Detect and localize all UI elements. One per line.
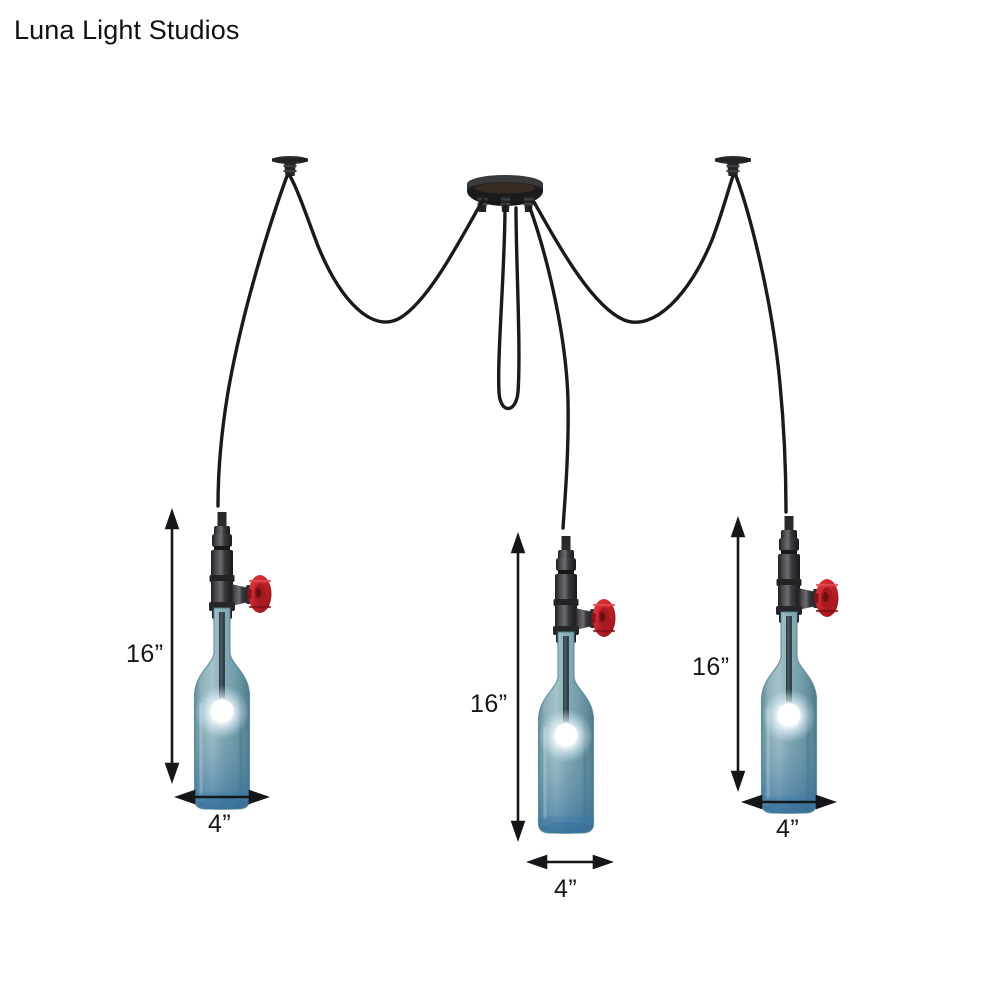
pipe-fitter-right — [774, 514, 840, 625]
brand-title: Luna Light Studios — [14, 15, 240, 45]
bottle-shade-left — [195, 608, 250, 810]
ceiling-hook-right — [715, 156, 751, 176]
dimension-label-width-left: 4” — [208, 810, 232, 838]
dimension-width-left — [174, 789, 270, 805]
cord-left-drop — [216, 174, 289, 508]
cord-left-swag — [288, 174, 485, 324]
dimension-label-height-right: 16” — [692, 653, 730, 681]
pendant-right — [762, 514, 840, 814]
ceiling-hook-left — [272, 156, 308, 176]
pipe-fitter-center — [551, 534, 617, 645]
ceiling-canopy — [467, 175, 543, 212]
cord-center-loop — [497, 204, 521, 411]
pendant-left — [195, 510, 273, 810]
cord-center-drop — [528, 206, 570, 530]
dimension-width-right — [741, 794, 837, 810]
pipe-fitter-left — [207, 510, 273, 621]
cord-right-swag — [532, 174, 735, 324]
dimension-label-width-right: 4” — [776, 815, 800, 843]
dimension-label-height-left: 16” — [126, 640, 164, 668]
dimension-label-width-center: 4” — [554, 875, 578, 903]
dimension-height-right — [730, 516, 746, 792]
bottle-shade-center — [539, 632, 594, 834]
cord-right-drop — [734, 174, 788, 514]
dimension-label-height-center: 16” — [470, 690, 508, 718]
bottle-shade-right — [762, 612, 817, 814]
dimension-height-center — [510, 532, 526, 842]
pendant-center — [539, 534, 617, 834]
dimension-height-left — [164, 508, 180, 784]
dimension-width-center — [526, 854, 614, 870]
